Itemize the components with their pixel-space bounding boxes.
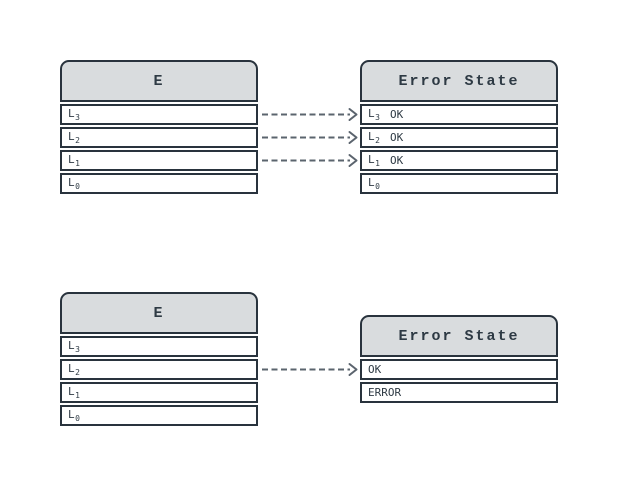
arrowhead-icon xyxy=(348,154,358,167)
table-header: Error State xyxy=(360,60,558,102)
table-title: Error State xyxy=(398,327,520,345)
row-status: OK xyxy=(389,131,404,144)
arrowhead-icon xyxy=(348,363,358,376)
row-label: L3 xyxy=(368,107,380,122)
table-row-l2: L2 xyxy=(60,127,258,148)
table-title: E xyxy=(153,72,165,90)
mapping-arrow-l3 xyxy=(262,108,358,121)
table-e-top: E L3 L2 L1 L0 xyxy=(60,60,258,194)
table-row-l3: L3 xyxy=(60,336,258,357)
row-label: L0 xyxy=(68,408,80,423)
row-label: L2 xyxy=(68,362,80,377)
mapping-arrow-l2 xyxy=(262,131,358,144)
row-label: L1 xyxy=(68,153,80,168)
table-row-l1: L1 xyxy=(60,382,258,403)
table-header: E xyxy=(60,292,258,334)
row-label: L0 xyxy=(368,176,380,191)
arrowhead-icon xyxy=(348,108,358,121)
arrowhead-icon xyxy=(348,131,358,144)
table-error-state-top: Error State L3 OK L2 OK L1 OK L0 xyxy=(360,60,558,194)
table-title: Error State xyxy=(398,72,520,90)
table-error-state-bottom: Error State OK ERROR xyxy=(360,315,558,403)
mapping-arrow-bottom xyxy=(262,363,358,376)
row-label: L1 xyxy=(68,385,80,400)
row-label: L0 xyxy=(68,176,80,191)
table-row-l0: L0 xyxy=(60,405,258,426)
row-status: ERROR xyxy=(368,386,402,399)
table-row-error: ERROR xyxy=(360,382,558,403)
table-row-l2-ok: L2 OK xyxy=(360,127,558,148)
row-status: OK xyxy=(368,363,382,376)
row-status: OK xyxy=(389,154,404,167)
table-title: E xyxy=(153,304,165,322)
table-header: Error State xyxy=(360,315,558,357)
row-label: L3 xyxy=(68,107,80,122)
table-header: E xyxy=(60,60,258,102)
table-row-l3: L3 xyxy=(60,104,258,125)
table-row-l3-ok: L3 OK xyxy=(360,104,558,125)
table-e-bottom: E L3 L2 L1 L0 xyxy=(60,292,258,426)
table-row-l0: L0 xyxy=(60,173,258,194)
table-row-l1: L1 xyxy=(60,150,258,171)
row-label: L2 xyxy=(68,130,80,145)
row-label: L3 xyxy=(68,339,80,354)
mapping-arrow-l1 xyxy=(262,154,358,167)
table-row-l0: L0 xyxy=(360,173,558,194)
row-label: L2 xyxy=(368,130,380,145)
table-row-l1-ok: L1 OK xyxy=(360,150,558,171)
table-row-ok: OK xyxy=(360,359,558,380)
row-label: L1 xyxy=(368,153,380,168)
table-row-l2: L2 xyxy=(60,359,258,380)
row-status: OK xyxy=(389,108,404,121)
